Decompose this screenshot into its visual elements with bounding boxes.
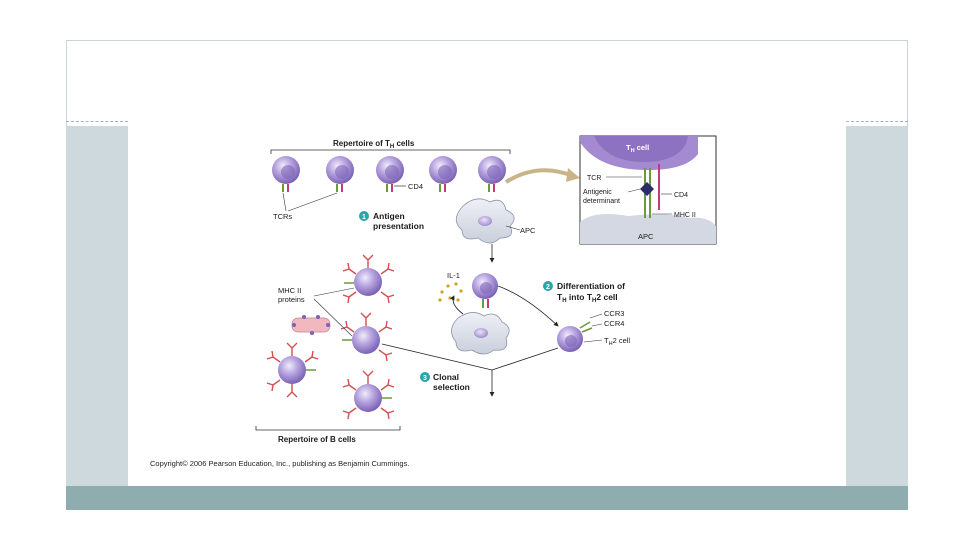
th-cell bbox=[429, 156, 457, 192]
repertoire-b-bracket bbox=[255, 426, 401, 431]
b-cell bbox=[340, 312, 393, 362]
inset-panel: TH cell APC TCR Antigenic determinant CD… bbox=[579, 135, 717, 245]
ccr3-label: CCR3 bbox=[604, 309, 624, 318]
slide-bottom-bar bbox=[66, 486, 908, 510]
antigen-pathogen bbox=[291, 315, 331, 335]
figure-svg: Repertoire of TH cells bbox=[255, 135, 717, 444]
repertoire-th-bracket bbox=[270, 149, 511, 154]
b-cell bbox=[266, 342, 319, 398]
inset-apc-label: APC bbox=[638, 232, 654, 241]
step1-badge bbox=[359, 211, 369, 221]
repertoire-th-label: Repertoire of TH cells bbox=[333, 139, 415, 150]
step2-line2: TH into TH2 cell bbox=[557, 292, 618, 304]
immunology-figure: Repertoire of TH cells bbox=[128, 126, 846, 486]
step1-line1: Antigen bbox=[373, 211, 405, 221]
inset-cd4-label: CD4 bbox=[674, 192, 688, 199]
repertoire-b-label: Repertoire of B cells bbox=[278, 435, 356, 444]
il1-dots bbox=[438, 282, 463, 302]
cd4-label: CD4 bbox=[408, 182, 423, 191]
th-cell-row bbox=[272, 156, 506, 192]
step2-number: 2 bbox=[546, 284, 550, 291]
step2-badge bbox=[543, 281, 553, 291]
inset-antigenic-1: Antigenic bbox=[583, 189, 612, 196]
antigenic-determinant-diamond bbox=[640, 182, 654, 196]
slide-side-panel-left bbox=[66, 126, 128, 486]
th-cell bbox=[326, 156, 354, 192]
th-cell bbox=[272, 156, 300, 192]
inset-th-cell-label: TH cell bbox=[626, 143, 649, 154]
inset-mhc2-label: MHC II bbox=[674, 212, 696, 219]
inset-antigenic-2: determinant bbox=[583, 198, 620, 205]
th2-label: TH2 cell bbox=[604, 336, 630, 347]
step3-number: 3 bbox=[423, 375, 427, 382]
slide-side-panel-right bbox=[846, 126, 908, 486]
th2-cell bbox=[557, 321, 593, 352]
th-cell-activated bbox=[472, 273, 498, 308]
ccr4-label: CCR4 bbox=[604, 319, 624, 328]
step2-line1: Differentiation of bbox=[557, 281, 625, 291]
mhc-label-line2: proteins bbox=[278, 295, 305, 304]
th-cell bbox=[376, 156, 404, 192]
step3-badge bbox=[420, 372, 430, 382]
il1-label: IL-1 bbox=[447, 271, 460, 280]
divider-left bbox=[66, 121, 128, 122]
step1-line2: presentation bbox=[373, 221, 424, 231]
step1-number: 1 bbox=[362, 214, 366, 221]
copyright-text: Copyright© 2006 Pearson Education, Inc.,… bbox=[150, 459, 410, 468]
apc-label: APC bbox=[520, 226, 536, 235]
step3-line2: selection bbox=[433, 382, 470, 392]
divider-right bbox=[846, 121, 908, 122]
th-cell bbox=[478, 156, 506, 192]
b-cell bbox=[342, 254, 395, 304]
tcrs-label: TCRs bbox=[273, 212, 292, 221]
inset-tcr-label: TCR bbox=[587, 175, 601, 182]
mhc-label-line1: MHC II bbox=[278, 286, 301, 295]
step3-line1: Clonal bbox=[433, 372, 459, 382]
zoom-arrow bbox=[504, 168, 574, 184]
b-cell bbox=[342, 370, 395, 420]
